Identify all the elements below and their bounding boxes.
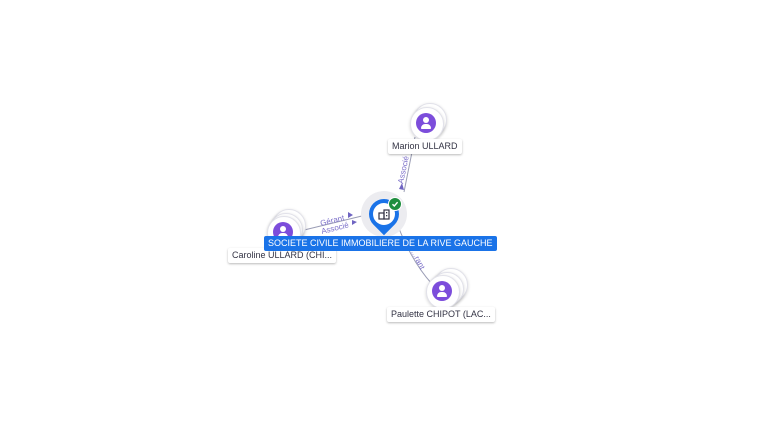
person-label-caroline-ullard[interactable]: Caroline ULLARD (CHI... bbox=[228, 248, 337, 263]
edge-caroline-company[interactable] bbox=[299, 214, 367, 232]
company-node-pin[interactable] bbox=[362, 192, 406, 236]
company-label[interactable]: SOCIETE CIVILE IMMOBILIERE DE LA RIVE GA… bbox=[264, 236, 497, 251]
arrow-caroline-company-1 bbox=[348, 212, 353, 218]
person-icon[interactable] bbox=[432, 281, 452, 301]
arrow-caroline-company-2 bbox=[352, 220, 357, 225]
building-icon bbox=[373, 203, 395, 225]
node-halo bbox=[410, 107, 444, 141]
person-label-marion-ullard[interactable]: Marion ULLARD bbox=[388, 139, 462, 154]
arrow-marion-company bbox=[399, 183, 404, 190]
person-icon[interactable] bbox=[416, 113, 436, 133]
edge-paulette-company[interactable] bbox=[397, 225, 433, 285]
check-icon bbox=[388, 197, 402, 211]
person-label-paulette-chipot[interactable]: Paulette CHIPOT (LAC... bbox=[387, 307, 495, 322]
edge-label-gerant-paulette: ...rant bbox=[409, 249, 427, 272]
